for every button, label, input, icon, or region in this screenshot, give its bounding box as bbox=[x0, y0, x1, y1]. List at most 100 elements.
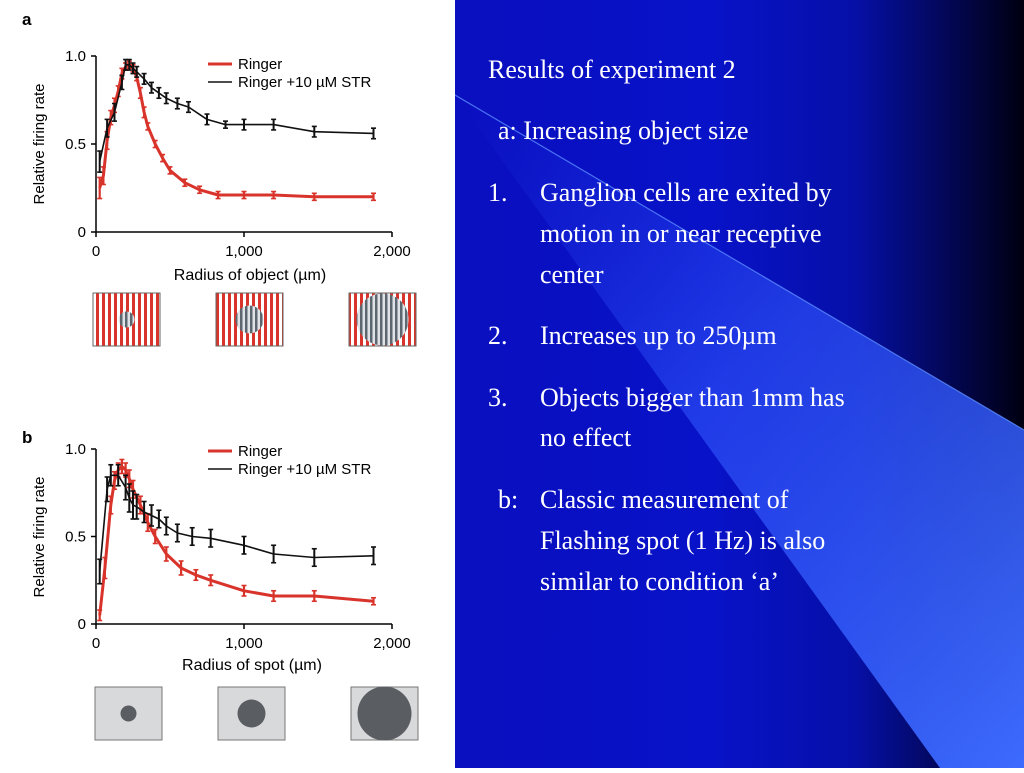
y-tick-label-b-1: 0.5 bbox=[65, 529, 86, 546]
error-bar-a-ringer-15 bbox=[160, 153, 166, 163]
error-bar-a-str-16 bbox=[241, 118, 247, 131]
legend-label-ringer-b: Ringer bbox=[238, 443, 282, 460]
y-tick-label-a-0: 0 bbox=[78, 224, 86, 241]
error-bar-b-ringer-19 bbox=[371, 596, 376, 606]
x-tick-label-b-1: 1,000 bbox=[225, 635, 263, 652]
x-tick-labels-b: 0 1,000 2,000 bbox=[92, 624, 411, 652]
error-bar-a-ringer-22 bbox=[311, 192, 317, 202]
error-bar-b-str-0 bbox=[97, 558, 103, 585]
error-bar-b-ringer-18 bbox=[311, 589, 317, 603]
stimulus-a-3 bbox=[348, 292, 417, 347]
list-item-1-line-2: motion in or near receptive bbox=[540, 219, 822, 248]
error-bar-a-ringer-17 bbox=[182, 178, 188, 188]
y-tick-label-b-2: 1.0 bbox=[65, 441, 86, 458]
error-bar-b-str-11 bbox=[163, 516, 169, 536]
x-axis-label-b: Radius of spot (µm) bbox=[182, 657, 322, 674]
error-bar-a-ringer-0 bbox=[97, 176, 103, 200]
error-bar-b-ringer-13 bbox=[178, 560, 184, 576]
y-tick-labels-a: 00.51.0 bbox=[65, 48, 96, 241]
error-bar-a-str-2 bbox=[112, 102, 117, 122]
figure-svg: a b Relative firing rate Radius of objec… bbox=[22, 10, 419, 741]
error-bar-b-str-4 bbox=[123, 474, 129, 501]
x-tick-label-b-2: 2,000 bbox=[373, 635, 411, 652]
error-bar-a-str-15 bbox=[223, 120, 228, 129]
error-bar-a-str-8 bbox=[141, 72, 147, 85]
y-tick-labels-b: 0 0.5 1.0 bbox=[65, 441, 96, 633]
figure-panel: a b Relative firing rate Radius of objec… bbox=[0, 0, 455, 768]
series-line-b-ringer bbox=[98, 465, 374, 616]
error-bar-b-str-12 bbox=[174, 523, 180, 543]
stimulus-b-1 bbox=[94, 686, 163, 741]
error-bar-a-ringer-23 bbox=[371, 192, 376, 202]
legend-label-str-a: Ringer +10 µM STR bbox=[238, 74, 371, 91]
error-bar-b-str-14 bbox=[208, 528, 214, 548]
legend-label-str-b: Ringer +10 µM STR bbox=[238, 461, 371, 478]
error-bar-a-ringer-16 bbox=[167, 166, 173, 175]
error-bar-b-str-13 bbox=[189, 526, 195, 547]
error-bar-a-ringer-13 bbox=[145, 122, 151, 131]
list-item-3-line-2: no effect bbox=[540, 423, 632, 452]
error-bar-a-str-5 bbox=[126, 58, 132, 71]
y-axis-label-b: Relative firing rate bbox=[31, 477, 48, 598]
error-bar-a-str-19 bbox=[371, 127, 376, 140]
error-bar-a-ringer-14 bbox=[152, 139, 158, 149]
error-bar-a-str-12 bbox=[174, 97, 180, 110]
error-bar-a-ringer-1 bbox=[100, 166, 106, 186]
error-bar-b-str-7 bbox=[134, 493, 140, 520]
legend-b: Ringer Ringer +10 µM STR bbox=[208, 443, 371, 478]
error-bar-a-str-1 bbox=[104, 118, 110, 138]
error-bar-a-str-6 bbox=[130, 62, 136, 75]
error-bar-a-str-9 bbox=[149, 81, 154, 94]
slide-text: Results of experiment 2 a: Increasing ob… bbox=[455, 0, 1024, 768]
x-axis-label-a: Radius of object (µm) bbox=[174, 267, 326, 284]
list-item-3-line-1: Objects bigger than 1mm has bbox=[540, 383, 845, 412]
error-bar-a-str-18 bbox=[311, 125, 317, 138]
list-item-1-line-1: Ganglion cells are exited by bbox=[540, 178, 832, 207]
x-tick-label-a-0: 0 bbox=[92, 243, 100, 260]
note-line-2: Flashing spot (1 Hz) is also bbox=[540, 526, 826, 555]
error-bar-b-ringer-0 bbox=[97, 609, 103, 622]
error-bar-a-ringer-12 bbox=[141, 106, 147, 119]
error-bar-a-ringer-20 bbox=[241, 190, 247, 200]
y-axis-label-a: Relative firing rate bbox=[31, 84, 48, 205]
error-bar-a-ringer-21 bbox=[271, 190, 277, 200]
list-marker-3: 3. bbox=[488, 383, 508, 412]
note-line-1: Classic measurement of bbox=[540, 485, 789, 514]
error-bar-a-str-17 bbox=[271, 118, 277, 131]
error-bar-b-ringer-2 bbox=[108, 495, 114, 515]
error-bar-a-str-14 bbox=[204, 113, 210, 126]
error-bar-b-ringer-9 bbox=[137, 495, 143, 515]
error-bar-b-str-10 bbox=[156, 509, 162, 529]
list-item-2-line-1: Increases up to 250µm bbox=[540, 321, 777, 350]
error-bar-a-str-0 bbox=[97, 150, 103, 173]
series-line-b-str bbox=[98, 474, 374, 572]
error-bar-a-ringer-18 bbox=[197, 185, 203, 195]
plot-area-a bbox=[97, 58, 376, 202]
error-bar-b-str-3 bbox=[115, 463, 121, 487]
error-bar-b-str-15 bbox=[241, 535, 247, 555]
list-marker-2: 2. bbox=[488, 321, 508, 350]
error-bar-b-str-17 bbox=[311, 547, 317, 568]
plot-area-b bbox=[97, 458, 376, 622]
error-bar-b-ringer-16 bbox=[241, 584, 247, 597]
stimulus-row-a bbox=[92, 292, 417, 347]
panel-label-b: b bbox=[22, 428, 32, 447]
slide-title: Results of experiment 2 bbox=[488, 55, 736, 84]
slide-subtitle: a: Increasing object size bbox=[498, 116, 749, 145]
x-tick-label-b-0: 0 bbox=[92, 635, 100, 652]
y-tick-label-b-0: 0 bbox=[78, 616, 86, 633]
error-bar-b-ringer-11 bbox=[152, 528, 158, 545]
error-bar-b-ringer-5 bbox=[119, 458, 125, 475]
error-bar-a-str-7 bbox=[134, 65, 140, 78]
error-bar-b-str-18 bbox=[371, 546, 376, 566]
error-bar-a-ringer-19 bbox=[215, 190, 221, 200]
legend-a: Ringer Ringer +10 µM STR bbox=[208, 56, 371, 91]
list-item-1-line-3: center bbox=[540, 260, 604, 289]
error-bar-a-str-10 bbox=[156, 86, 162, 100]
error-bar-b-str-8 bbox=[141, 500, 147, 524]
error-bar-b-str-1 bbox=[104, 476, 110, 503]
stimulus-b-2 bbox=[217, 686, 286, 741]
error-bar-b-str-2 bbox=[108, 463, 114, 487]
error-bar-b-str-9 bbox=[149, 504, 154, 527]
y-tick-label-a-1: 0.5 bbox=[65, 136, 86, 153]
